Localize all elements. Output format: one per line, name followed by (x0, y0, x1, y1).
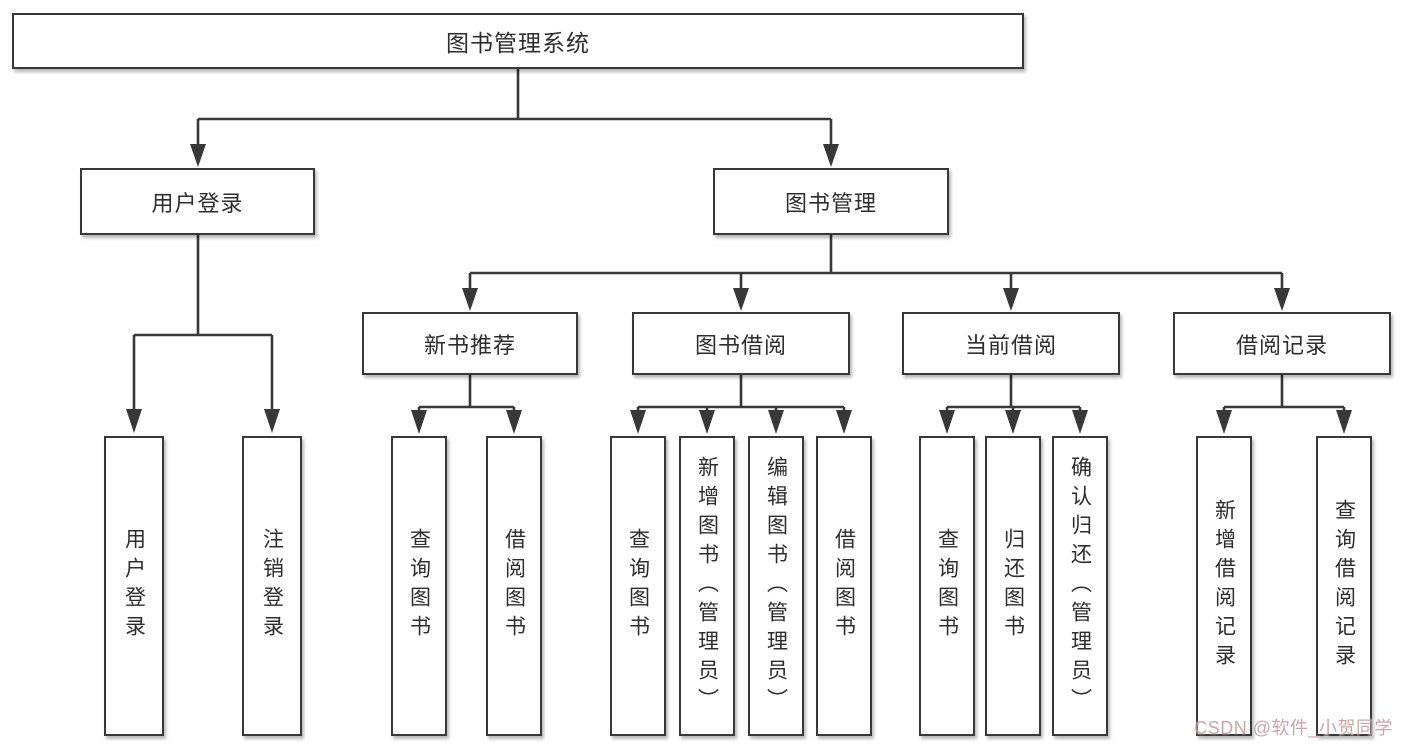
leaf-borrowing-edit-books-admin: 编辑图书（管理员） (748, 436, 804, 736)
watermark: CSDN @软件_小贺同学 (1194, 718, 1393, 738)
arrowhead-down-icon (264, 409, 280, 433)
connector-group (132, 69, 1346, 411)
leaf-logout: 注销登录 (242, 436, 302, 736)
arrowhead-down-icon (1216, 410, 1232, 434)
node-label: 查询图书 (935, 528, 959, 644)
connector-current-borrowing (945, 375, 1082, 411)
node-label: 编辑图书（管理员） (764, 455, 788, 717)
arrowhead-down-icon (630, 410, 646, 434)
leaf-newbook-borrow-books: 借阅图书 (486, 436, 542, 736)
node-label: 新书推荐 (423, 332, 516, 358)
leaf-current-query-books: 查询图书 (919, 436, 975, 736)
node-book-management: 图书管理 (713, 168, 949, 235)
connector-book-borrowing (636, 375, 846, 411)
node-label: 用户登录 (151, 190, 244, 216)
node-library-system: 图书管理系统 (12, 13, 1024, 69)
connector-root (196, 69, 833, 145)
arrowhead-down-icon (1336, 410, 1352, 434)
node-label: 用户登录 (122, 528, 146, 644)
arrowhead-down-icon (823, 144, 839, 167)
connector-book-management (468, 235, 1284, 289)
leaf-records-query-borrow-record: 查询借阅记录 (1316, 436, 1372, 736)
node-label: 图书借阅 (694, 332, 787, 358)
node-label: 归还图书 (1001, 528, 1025, 644)
connector-user-login (132, 235, 274, 409)
node-user-login: 用户登录 (80, 168, 315, 235)
node-label: 图书管理 (784, 190, 877, 216)
arrowhead-down-icon (733, 288, 749, 311)
node-label: 注销登录 (260, 528, 284, 644)
arrowhead-down-icon (768, 410, 784, 434)
arrowhead-down-icon (1274, 288, 1290, 311)
arrowhead-down-icon (836, 410, 852, 434)
node-label: 图书管理系统 (446, 30, 590, 56)
arrowhead-group (126, 144, 1352, 434)
arrowhead-down-icon (506, 410, 522, 434)
node-current-borrowing: 当前借阅 (902, 312, 1120, 375)
node-label: 查询图书 (407, 528, 431, 644)
connector-new-book (417, 375, 516, 411)
node-book-borrowing: 图书借阅 (632, 312, 850, 375)
node-label: 当前借阅 (964, 332, 1057, 358)
arrowhead-down-icon (699, 410, 715, 434)
arrowhead-down-icon (1003, 288, 1019, 311)
node-label: 查询图书 (626, 528, 650, 644)
node-label: 查询借阅记录 (1332, 499, 1356, 673)
arrowhead-down-icon (462, 288, 478, 311)
connector-borrow-records (1222, 375, 1346, 411)
leaf-current-return-books: 归还图书 (985, 436, 1041, 736)
leaf-borrowing-query-books: 查询图书 (610, 436, 666, 736)
node-label: 借阅记录 (1235, 332, 1328, 358)
leaf-borrowing-add-books-admin: 新增图书（管理员） (679, 436, 735, 736)
leaf-records-add-borrow-record: 新增借阅记录 (1196, 436, 1252, 736)
node-label: 借阅图书 (832, 528, 856, 644)
node-borrow-records: 借阅记录 (1173, 312, 1391, 375)
arrowhead-down-icon (126, 409, 142, 433)
node-label: 新增图书（管理员） (695, 455, 719, 717)
node-new-book-recommend: 新书推荐 (362, 312, 578, 375)
node-label: 新增借阅记录 (1212, 499, 1236, 673)
arrowhead-down-icon (1005, 410, 1021, 434)
node-label: 借阅图书 (502, 528, 526, 644)
arrowhead-down-icon (190, 144, 206, 167)
arrowhead-down-icon (1072, 410, 1088, 434)
leaf-newbook-query-books: 查询图书 (391, 436, 447, 736)
arrowhead-down-icon (939, 410, 955, 434)
leaf-borrowing-borrow-books: 借阅图书 (816, 436, 872, 736)
node-label: 确认归还（管理员） (1068, 455, 1092, 717)
arrowhead-down-icon (411, 410, 427, 434)
leaf-current-confirm-return-admin: 确认归还（管理员） (1052, 436, 1108, 736)
leaf-user-login: 用户登录 (104, 436, 164, 736)
